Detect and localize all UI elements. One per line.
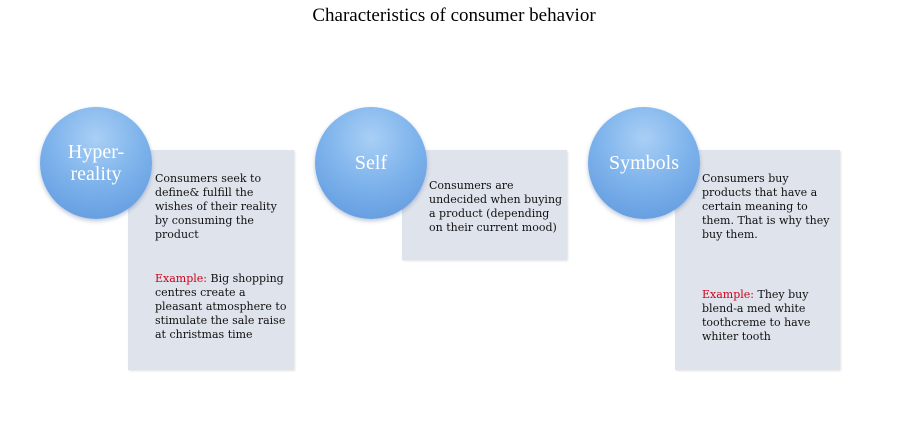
circle-hyper-reality: Hyper- reality: [40, 107, 152, 219]
example-text: Example: They buy blend-a med white toot…: [702, 288, 810, 344]
diagram-title: Characteristics of consumer behavior: [312, 5, 596, 26]
description-card-self: Consumers are undecided when buying a pr…: [402, 150, 567, 260]
example-body: They buy blend-a med white toothcreme to…: [702, 288, 811, 343]
description-text: Consumers buy products that have a certa…: [702, 172, 830, 241]
circle-symbols: Symbols: [588, 107, 700, 219]
description-text: Consumers seek to define& fulfill the wi…: [155, 172, 277, 241]
description-text: Consumers are undecided when buying a pr…: [429, 179, 563, 234]
example-label: Example:: [702, 288, 754, 301]
circle-label: Self: [354, 152, 388, 174]
circle-self: Self: [315, 107, 427, 219]
circle-label: Symbols: [608, 152, 680, 174]
example-text: Example: Big shopping centres create a p…: [155, 272, 286, 342]
description-card-hyper-reality: Consumers seek to define& fulfill the wi…: [128, 150, 294, 370]
description-card-symbols: Consumers buy products that have a certa…: [675, 150, 840, 370]
example-body: Big shopping centres create a pleasant a…: [155, 272, 287, 341]
circle-label: Hyper- reality: [67, 141, 125, 185]
example-label: Example:: [155, 272, 207, 285]
